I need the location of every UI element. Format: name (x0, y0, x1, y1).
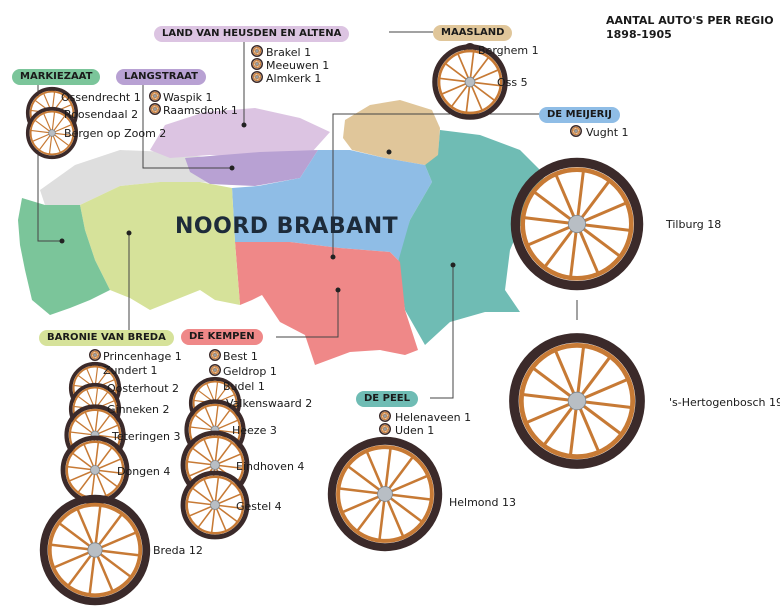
region-shape-unassigned (40, 150, 232, 205)
wheel-brakel (251, 45, 263, 57)
title-line-1: AANTAL AUTO'S PER REGIO (606, 14, 774, 27)
place-label-ginneken: Ginneken 2 (107, 403, 170, 416)
place-label-vught: Vught 1 (586, 126, 629, 139)
wheel-almkerk (251, 71, 263, 83)
region-shape-maasland (343, 100, 440, 165)
wheel-helmond (327, 436, 443, 552)
wheel-meeuwen (251, 58, 263, 70)
place-label-roosendaal: Roosendaal 2 (64, 108, 139, 121)
place-label-budel: Budel 1 (223, 380, 265, 393)
wheel-geldrop (209, 364, 221, 376)
wheel-markers (25, 43, 645, 606)
place-label-oosterhout: Oosterhout 2 (107, 382, 180, 395)
wheel-gestel (180, 470, 250, 540)
place-label-raamsdonk: Raamsdonk 1 (163, 104, 238, 117)
region-label-kempen: DE KEMPEN (181, 329, 263, 345)
region-label-langstraat: LANGSTRAAT (116, 69, 206, 85)
region-label-maasland: MAASLAND (433, 25, 513, 41)
wheel-breda (39, 494, 151, 606)
place-label-berghem: Berghem 1 (478, 44, 539, 57)
region-shape-kempen (235, 242, 418, 365)
place-label-tilburg: Tilburg 18 (666, 218, 722, 231)
province-label: NOORD BRABANT (175, 214, 399, 239)
chart-title: AANTAL AUTO'S PER REGIO 1898-1905 (606, 14, 774, 42)
place-label-eindhoven: Eindhoven 4 (236, 460, 305, 473)
region-shape-meierij (232, 150, 432, 262)
wheel-oss (432, 44, 508, 120)
place-label-oss: Oss 5 (497, 76, 528, 89)
place-label-breda: Breda 12 (153, 544, 203, 557)
place-label-waspik: Waspik 1 (163, 91, 213, 104)
wheel-bergen-op-zoom (25, 106, 79, 160)
region-shape-langstraat (185, 150, 318, 186)
place-label-princenhage: Princenhage 1 (103, 350, 182, 363)
place-label-valkenswaard: Valkenswaard 2 (226, 397, 313, 410)
place-label-hertogenbosch: 's-Hertogenbosch 19 (669, 396, 780, 409)
wheel-princenhage (89, 349, 101, 361)
place-label-dongen: Dongen 4 (117, 465, 171, 478)
place-label-almkerk: Almkerk 1 (266, 72, 322, 85)
place-label-teteringen: Teteringen 3 (112, 430, 181, 443)
region-label-peel: DE PEEL (356, 391, 418, 407)
place-label-meeuwen: Meeuwen 1 (266, 59, 330, 72)
wheel-dongen (60, 435, 130, 505)
place-label-geldrop: Geldrop 1 (223, 365, 277, 378)
region-dots (59, 122, 456, 293)
place-label-heeze: Heeze 3 (232, 424, 277, 437)
region-shape-peel (398, 130, 545, 345)
place-label-gestel: Gestel 4 (236, 500, 282, 513)
region-label-meierij: DE MEIJERIJ (539, 107, 620, 123)
place-label-ossendrecht: Ossendrecht 1 (61, 91, 141, 104)
region-label-breda: BARONIE VAN BREDA (39, 330, 174, 346)
region-label-markiezaat: MARKIEZAAT (12, 69, 101, 85)
title-line-2: 1898-1905 (606, 28, 672, 41)
place-label-zundert: Zundert 1 (103, 364, 158, 377)
region-shape-heusden (150, 108, 330, 158)
region-shape-breda (80, 182, 240, 310)
place-label-helmond: Helmond 13 (449, 496, 516, 509)
wheel-vught (570, 125, 582, 137)
place-label-brakel: Brakel 1 (266, 46, 312, 59)
place-label-uden: Uden 1 (395, 424, 435, 437)
region-label-heusden: LAND VAN HEUSDEN EN ALTENA (154, 26, 350, 42)
place-label-helenaveen: Helenaveen 1 (395, 411, 472, 424)
region-shape-markiezaat (18, 198, 110, 315)
wheel-tilburg (510, 157, 644, 291)
wheel-s-hertogenbosch (509, 333, 645, 469)
wheel-helenaveen (379, 410, 391, 422)
wheel-raamsdonk (149, 103, 161, 115)
place-label-bergen-op-zoom: Bergen op Zoom 2 (64, 127, 167, 140)
place-label-best: Best 1 (223, 350, 258, 363)
wheel-best (209, 349, 221, 361)
wheel-uden (379, 423, 391, 435)
wheel-waspik (149, 90, 161, 102)
